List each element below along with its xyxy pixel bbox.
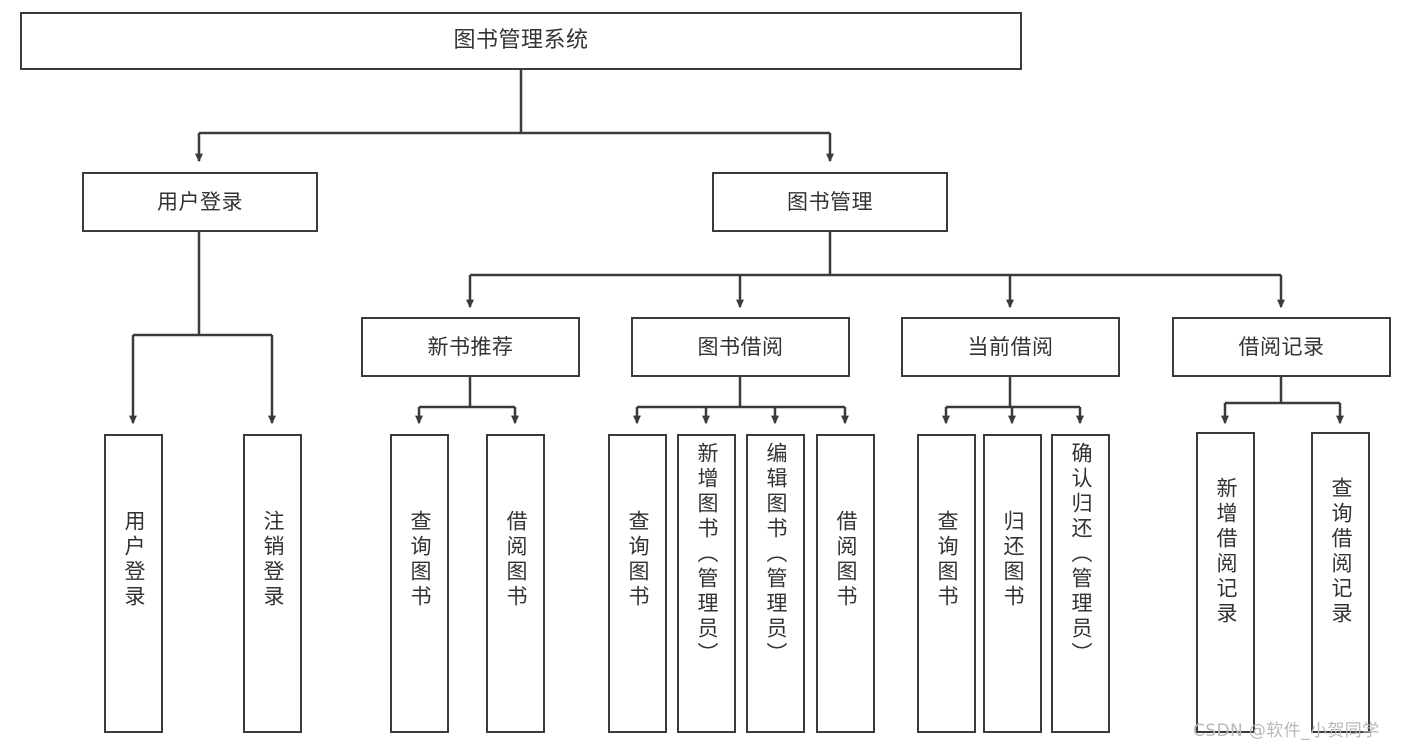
node-label: 新增图书（管理员）: [695, 442, 719, 667]
csdn-watermark: CSDN @软件_小贺同学: [1193, 721, 1380, 741]
node-label: 新书推荐: [427, 334, 514, 359]
node-label: 用户登录: [157, 189, 243, 214]
node-label: 查询图书: [408, 510, 432, 610]
node-label: 用户登录: [122, 510, 146, 610]
node-leaf-return-book[interactable]: 归还图书: [983, 434, 1042, 733]
node-label: 借阅图书: [504, 510, 528, 610]
node-new-book-recommend[interactable]: 新书推荐: [361, 317, 580, 377]
node-label: 借阅图书: [834, 510, 858, 610]
node-leaf-add-borrow-record[interactable]: 新增借阅记录: [1196, 432, 1255, 733]
node-book-management[interactable]: 图书管理: [712, 172, 948, 232]
node-user-login[interactable]: 用户登录: [82, 172, 318, 232]
node-label: 新增借阅记录: [1214, 477, 1238, 627]
node-leaf-query-book-current[interactable]: 查询图书: [917, 434, 976, 733]
node-leaf-logout[interactable]: 注销登录: [243, 434, 302, 733]
node-label: 确认归还（管理员）: [1069, 442, 1093, 667]
node-label: 归还图书: [1001, 510, 1025, 610]
node-borrow-record[interactable]: 借阅记录: [1172, 317, 1391, 377]
node-leaf-add-book-admin[interactable]: 新增图书（管理员）: [677, 434, 736, 733]
node-label: 查询图书: [935, 510, 959, 610]
node-leaf-query-book-borrow[interactable]: 查询图书: [608, 434, 667, 733]
node-leaf-borrow-book-recommend[interactable]: 借阅图书: [486, 434, 545, 733]
node-root-book-management-system[interactable]: 图书管理系统: [20, 12, 1022, 70]
node-label: 查询借阅记录: [1329, 477, 1353, 627]
node-leaf-user-login[interactable]: 用户登录: [104, 434, 163, 733]
node-current-borrow[interactable]: 当前借阅: [901, 317, 1120, 377]
node-leaf-confirm-return-admin[interactable]: 确认归还（管理员）: [1051, 434, 1110, 733]
node-leaf-query-book-recommend[interactable]: 查询图书: [390, 434, 449, 733]
node-label: 编辑图书（管理员）: [764, 442, 788, 667]
node-label: 注销登录: [261, 510, 285, 610]
node-label: 当前借阅: [967, 334, 1054, 359]
node-book-borrow[interactable]: 图书借阅: [631, 317, 850, 377]
node-label: 借阅记录: [1238, 334, 1325, 359]
node-label: 图书管理: [787, 189, 873, 214]
node-label: 图书管理系统: [453, 28, 589, 54]
node-leaf-query-borrow-record[interactable]: 查询借阅记录: [1311, 432, 1370, 733]
node-leaf-edit-book-admin[interactable]: 编辑图书（管理员）: [746, 434, 805, 733]
node-label: 图书借阅: [697, 334, 784, 359]
node-leaf-borrow-book[interactable]: 借阅图书: [816, 434, 875, 733]
node-label: 查询图书: [626, 510, 650, 610]
